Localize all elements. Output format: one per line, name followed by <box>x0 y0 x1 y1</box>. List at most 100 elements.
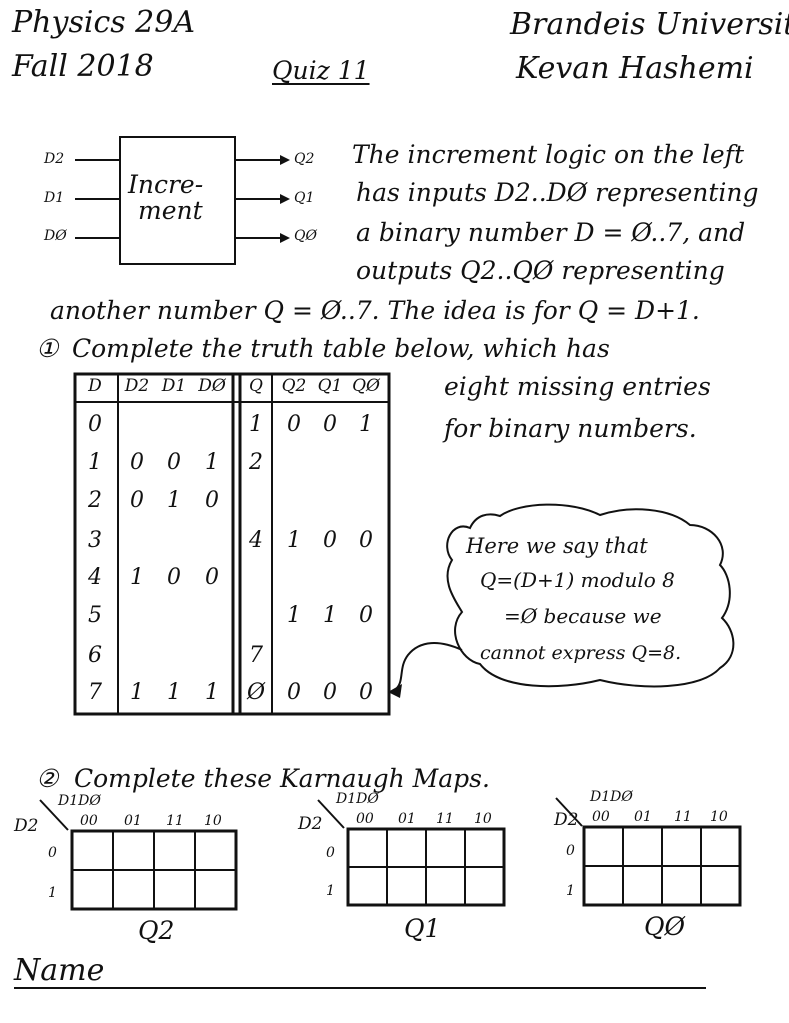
note-line-2: Q=(D+1) modulo 8 <box>480 568 675 592</box>
kmap-row-header: 0 <box>326 845 335 861</box>
note-pointer <box>394 642 463 691</box>
tt-cell: 6 <box>88 643 102 668</box>
question1-text-1: Complete the truth table below, which ha… <box>72 334 610 363</box>
intro-line-2: has inputs D2..DØ representing <box>356 178 759 207</box>
question1-text-3: for binary numbers. <box>444 414 697 443</box>
kmap-col-header: 11 <box>674 809 692 825</box>
kmap-col-header: 10 <box>204 813 222 829</box>
kmap-col-header: 00 <box>592 809 610 825</box>
tt-cell: 0 <box>323 528 337 553</box>
note-line-1: Here we say that <box>466 534 648 558</box>
kmap-row-var: D2 <box>298 814 323 834</box>
kmap-col-header: 01 <box>398 811 416 827</box>
tt-cell: 0 <box>287 412 301 437</box>
kmap-col-header: 01 <box>124 813 142 829</box>
output-label-q0: QØ <box>294 228 317 244</box>
question2-number: ② <box>36 764 59 793</box>
kmap-name: Q1 <box>404 914 441 943</box>
kmap-name: QØ <box>644 912 685 941</box>
kmap-col-header: 11 <box>166 813 184 829</box>
tt-header-d0: DØ <box>198 376 226 396</box>
tt-cell: 0 <box>323 412 337 437</box>
kmap-col-header: 00 <box>80 813 98 829</box>
question2-text: Complete these Karnaugh Maps. <box>74 764 490 793</box>
tt-cell: 0 <box>130 488 144 513</box>
kmap-col-header: 11 <box>436 811 454 827</box>
kmap-col-header: 00 <box>356 811 374 827</box>
output-label-q1: Q1 <box>294 190 315 206</box>
tt-header-d2: D2 <box>124 376 150 396</box>
tt-cell: 4 <box>249 528 263 553</box>
input-label-d2: D2 <box>44 151 65 167</box>
tt-cell: 5 <box>88 603 102 628</box>
tt-cell: 1 <box>249 412 263 437</box>
tt-cell: 7 <box>88 680 102 705</box>
tt-cell: 0 <box>130 450 144 475</box>
tt-cell: 2 <box>249 450 263 475</box>
note-line-3: =Ø because we <box>504 604 662 628</box>
tt-cell: 0 <box>359 528 373 553</box>
tt-cell: 0 <box>167 565 181 590</box>
tt-header-d1: D1 <box>161 376 187 396</box>
kmap-col-var: D1DØ <box>58 793 101 809</box>
tt-cell: 1 <box>167 680 181 705</box>
tt-header-q: Q <box>249 376 263 396</box>
kmap-row-header: 0 <box>48 845 57 861</box>
tt-cell: 2 <box>88 488 102 513</box>
input-label-d0: DØ <box>44 228 67 244</box>
kmap-row-var: D2 <box>14 816 39 836</box>
note-line-4: cannot express Q=8. <box>480 642 682 664</box>
tt-cell: 1 <box>287 528 301 553</box>
tt-header-q2: Q2 <box>281 376 307 396</box>
arrowhead-q0 <box>280 233 290 243</box>
note-arrowhead <box>388 684 402 698</box>
tt-cell: 1 <box>359 412 373 437</box>
tt-header-q1: Q1 <box>317 376 343 396</box>
name-label: Name <box>14 953 105 988</box>
block-label-line2: ment <box>138 196 203 225</box>
kmap-row-var: D2 <box>554 810 579 830</box>
tt-cell: 1 <box>323 603 337 628</box>
tt-cell: 0 <box>287 680 301 705</box>
institution: Brandeis University <box>510 7 789 42</box>
tt-cell: 1 <box>88 450 102 475</box>
kmap-row-header: 1 <box>326 883 335 899</box>
tt-cell: 1 <box>130 680 144 705</box>
tt-cell: 0 <box>359 680 373 705</box>
course-title: Physics 29A <box>12 5 196 40</box>
tt-cell: 4 <box>88 565 102 590</box>
tt-cell: 7 <box>249 643 263 668</box>
tt-cell: 1 <box>205 680 219 705</box>
kmap-col-var: D1DØ <box>336 791 379 807</box>
intro-line-5: another number Q = Ø..7. The idea is for… <box>50 296 700 325</box>
tt-cell: 1 <box>205 450 219 475</box>
tt-cell: 1 <box>287 603 301 628</box>
tt-header-d: D <box>88 376 102 396</box>
kmap-name: Q2 <box>138 916 175 945</box>
block-label-line1: Incre- <box>128 170 204 199</box>
quiz-title: Quiz 11 <box>272 56 370 85</box>
tt-cell: Ø <box>246 680 266 705</box>
input-label-d1: D1 <box>44 190 65 206</box>
tt-cell: 0 <box>323 680 337 705</box>
question1-text-2: eight missing entries <box>444 372 711 401</box>
kmap-col-header: 01 <box>634 809 652 825</box>
kmap-col-header: 10 <box>710 809 728 825</box>
tt-cell: 1 <box>130 565 144 590</box>
kmap-row-header: 1 <box>48 885 57 901</box>
tt-cell: 1 <box>167 488 181 513</box>
kmap-row-header: 1 <box>566 883 575 899</box>
arrowhead-q2 <box>280 155 290 165</box>
kmap-row-header: 0 <box>566 843 575 859</box>
intro-line-4: outputs Q2..QØ representing <box>356 256 725 285</box>
question1-number: ① <box>36 334 59 363</box>
arrowhead-q1 <box>280 194 290 204</box>
output-label-q2: Q2 <box>294 151 315 167</box>
kmap-col-var: D1DØ <box>590 789 633 805</box>
tt-cell: 0 <box>359 603 373 628</box>
intro-line-1: The increment logic on the left <box>352 140 745 169</box>
term: Fall 2018 <box>12 49 154 84</box>
intro-line-3: a binary number D = Ø..7, and <box>356 218 746 247</box>
tt-cell: 0 <box>205 565 219 590</box>
author: Kevan Hashemi <box>516 51 754 86</box>
